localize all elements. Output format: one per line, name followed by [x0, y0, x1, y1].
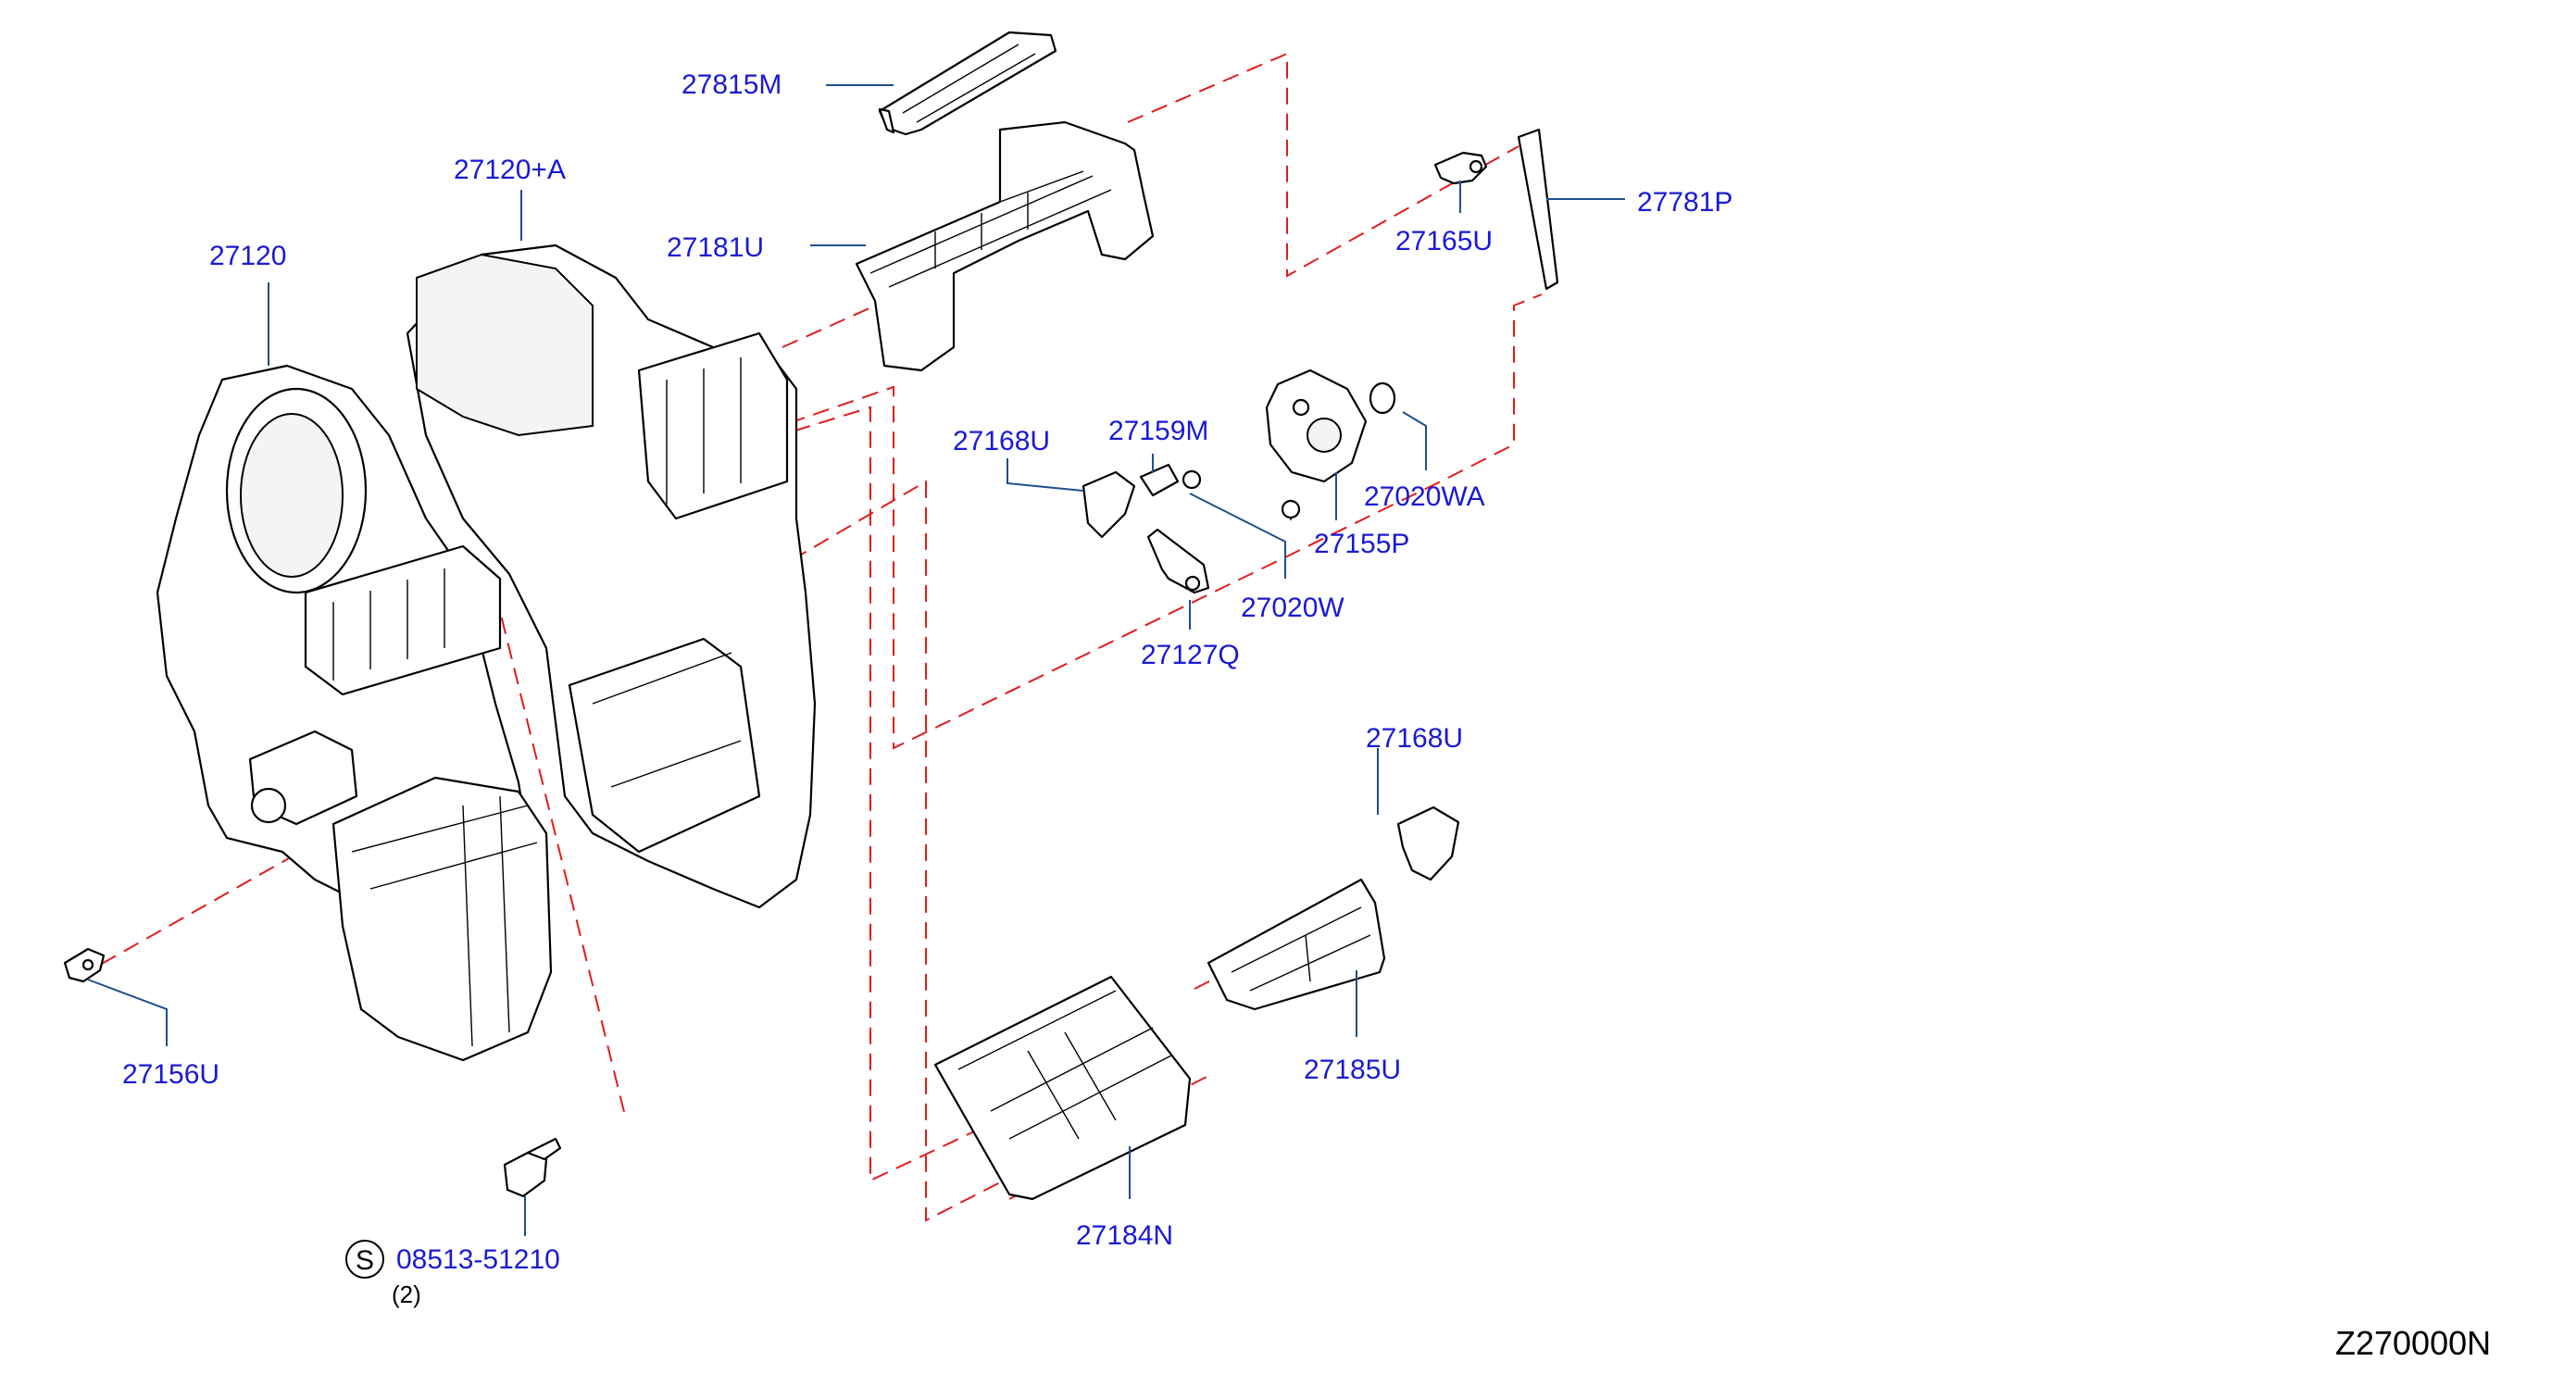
label-27159M: 27159M: [1108, 416, 1208, 446]
label-27168U-bottom: 27168U: [1366, 723, 1463, 754]
label-27781P: 27781P: [1637, 187, 1732, 218]
part-27168U-bottom-drawing: [1396, 806, 1460, 881]
screw-quantity: (2): [392, 1280, 421, 1308]
part-27184N-drawing: [933, 975, 1192, 1201]
label-27185U: 27185U: [1304, 1055, 1401, 1085]
part-27159M-drawing: [1139, 463, 1180, 497]
label-08513-51210: 08513-51210: [396, 1244, 560, 1275]
part-27165U-drawing: [1433, 151, 1488, 185]
screw-symbol-letter: S: [356, 1245, 374, 1276]
label-27120A: 27120+A: [454, 155, 566, 185]
part-27168U-top-drawing: [1082, 470, 1136, 539]
part-27781P-drawing: [1517, 128, 1559, 291]
screw-symbol-circle-icon: [345, 1240, 384, 1279]
part-27020W-drawing: [1182, 469, 1301, 519]
part-27181U-drawing: [855, 120, 1155, 372]
part-27815M-drawing: [878, 31, 1057, 136]
label-27020W: 27020W: [1241, 593, 1344, 623]
label-27815M: 27815M: [682, 69, 782, 100]
part-lower-housing-drawing: [331, 776, 553, 1062]
label-27181U: 27181U: [667, 232, 764, 263]
label-27165U: 27165U: [1395, 226, 1493, 256]
part-labels: 27815M 27120+A 27120 27181U 27165U 27781…: [122, 69, 2491, 1362]
part-27120A-drawing: [406, 244, 817, 909]
leader-lines: [87, 84, 1625, 1236]
part-27127Q-drawing: [1146, 528, 1210, 594]
label-27168U-top: 27168U: [953, 426, 1050, 456]
screw-symbol: S: [345, 1240, 384, 1279]
label-27020WA: 27020WA: [1364, 481, 1485, 512]
label-27155P: 27155P: [1314, 529, 1409, 559]
label-27156U: 27156U: [122, 1059, 219, 1090]
diagram-id: Z270000N: [2335, 1324, 2491, 1362]
label-27184N: 27184N: [1076, 1220, 1173, 1251]
part-27155P-drawing: [1265, 368, 1368, 483]
label-27127Q: 27127Q: [1141, 640, 1240, 670]
part-27185U-drawing: [1207, 878, 1386, 1011]
part-27156U-drawing: [63, 947, 106, 983]
part-27020WA-drawing: [1369, 381, 1396, 415]
label-27120: 27120: [209, 241, 286, 271]
part-08513-screw-drawing: [503, 1137, 562, 1198]
